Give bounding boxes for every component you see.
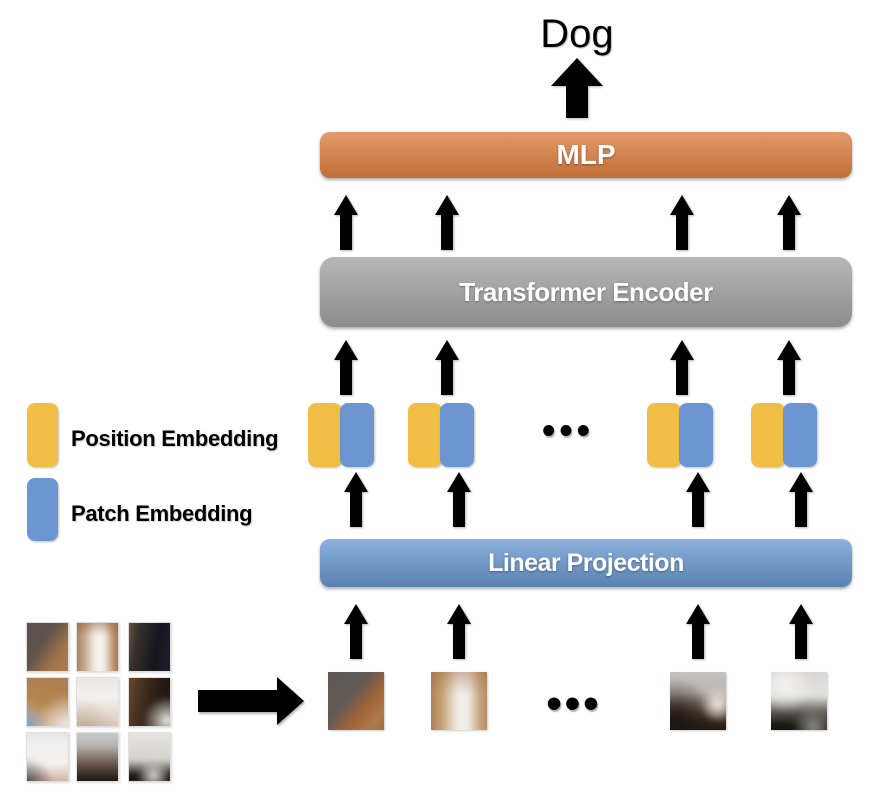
image-patch-cell: [128, 677, 171, 727]
position-embedding-token: [308, 403, 342, 467]
transformer-encoder-box: Transformer Encoder: [320, 257, 852, 327]
image-patch-cell: [76, 732, 119, 782]
arrow-up-icon: [435, 195, 459, 250]
image-patch-cell: [76, 622, 119, 672]
image-patch: [431, 672, 487, 730]
image-patch-cell: [26, 622, 69, 672]
mlp-box: MLP: [320, 132, 852, 178]
arrow-up-icon: [334, 340, 358, 395]
arrow-up-icon: [686, 472, 710, 527]
output-arrow-up-icon: [551, 58, 603, 118]
position-embedding-token: [751, 403, 785, 467]
position-embedding-token: [647, 403, 681, 467]
image-patch-cell: [128, 622, 171, 672]
legend-patch-embedding-swatch: [27, 478, 58, 541]
arrow-up-icon: [344, 604, 368, 659]
position-embedding-token: [408, 403, 442, 467]
arrow-up-icon: [435, 340, 459, 395]
transformer-encoder-box-label: Transformer Encoder: [459, 276, 713, 307]
arrow-up-icon: [334, 195, 358, 250]
arrow-up-icon: [447, 472, 471, 527]
linear-projection-box: Linear Projection: [320, 539, 852, 587]
image-patch-cell: [128, 732, 171, 782]
arrow-up-icon: [670, 195, 694, 250]
image-patch-cell: [26, 677, 69, 727]
embedding-pair: [308, 403, 374, 467]
legend-patch-embedding-label: Patch Embedding: [71, 501, 253, 526]
arrow-up-icon: [777, 195, 801, 250]
patch-embedding-token: [783, 403, 817, 467]
image-patch-cell: [26, 732, 69, 782]
arrow-up-icon: [344, 472, 368, 527]
embedding-pair: [408, 403, 474, 467]
embedding-pair: [647, 403, 713, 467]
patch-embedding-token: [340, 403, 374, 467]
patch-embedding-token: [440, 403, 474, 467]
image-patch-cell: [76, 677, 119, 727]
mlp-box-label: MLP: [556, 139, 616, 170]
linear-projection-box-label: Linear Projection: [488, 548, 684, 577]
embedding-pair: [751, 403, 817, 467]
arrow-right-icon: [198, 677, 304, 725]
arrow-up-icon: [789, 472, 813, 527]
image-patch: [771, 672, 827, 730]
arrow-up-icon: [670, 340, 694, 395]
arrow-up-icon: [777, 340, 801, 395]
arrow-up-icon: [686, 604, 710, 659]
image-patch: [670, 672, 726, 730]
legend-position-embedding-swatch: [27, 403, 58, 467]
patch-embedding-token: [679, 403, 713, 467]
ellipsis-patches: •••: [546, 679, 602, 728]
image-patch: [328, 672, 384, 730]
legend-position-embedding-label: Position Embedding: [71, 426, 279, 451]
arrow-up-icon: [789, 604, 813, 659]
arrow-up-icon: [447, 604, 471, 659]
output-class-label: Dog: [540, 12, 614, 56]
ellipsis-tokens: •••: [542, 410, 594, 452]
